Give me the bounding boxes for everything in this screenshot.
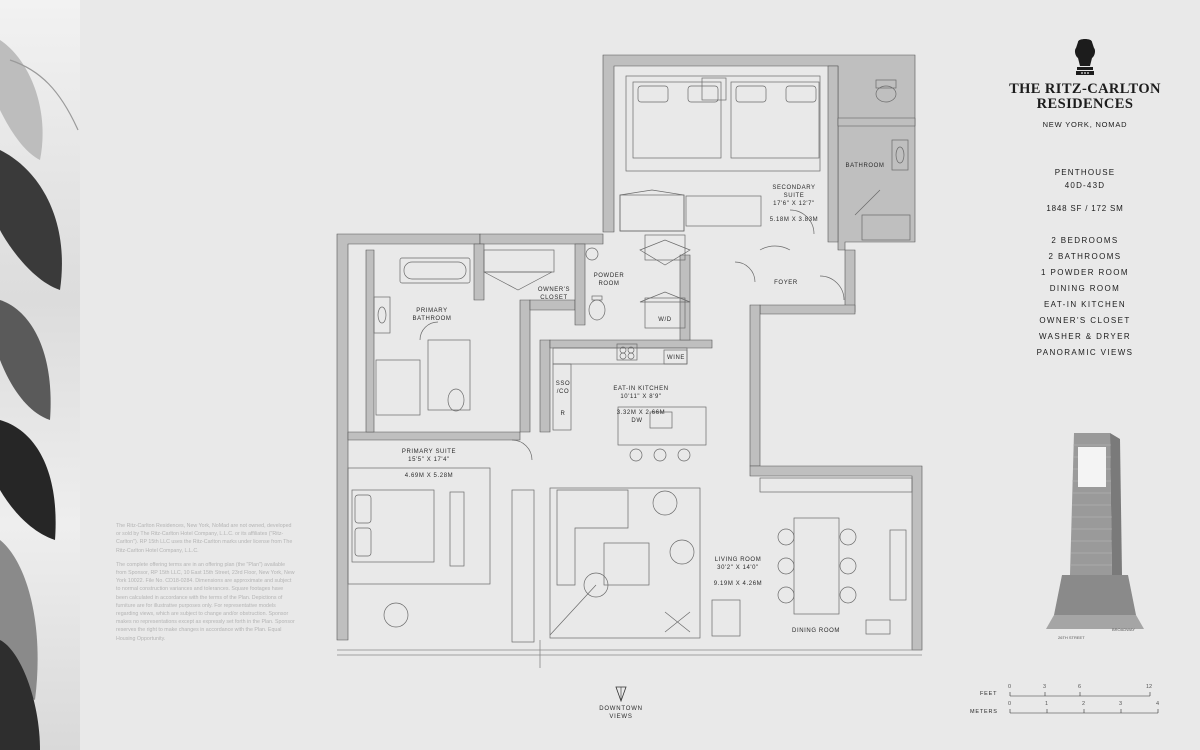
scale-lines [1009,692,1159,714]
feature-list: 2 BEDROOMS 2 BATHROOMS 1 POWDER ROOM DIN… [1000,233,1170,361]
scale-tick-label: 4 [1156,701,1160,707]
owners-closet-label: OWNER'S CLOSET [537,287,571,301]
scale-tick-label: 6 [1078,684,1082,690]
wine-label: WINE [666,355,686,361]
scale-feet-label: FEET [980,691,998,697]
primary-suite-name: PRIMARY SUITE [401,449,457,455]
scale-tick-label: 0 [1008,684,1012,690]
feature-item: DINING ROOM [1049,284,1121,293]
brand-name-line2: RESIDENCES [1036,96,1134,112]
secondary-suite-name: SECONDARY SUITE [772,185,816,199]
eat-in-kitchen-name: EAT-IN KITCHEN [613,386,669,392]
scale-tick-label: 12 [1146,684,1153,690]
primary-suite-metric: 4.69M X 5.28M [404,473,454,479]
secondary-suite-imperial: 17'6" X 12'7" [773,201,815,207]
compass-label-line2: VIEWS [609,714,633,720]
primary-suite-imperial: 15'5" X 17'4" [408,457,450,463]
dining-room-label: DINING ROOM [792,628,840,634]
avenue-label: BROADWAY [1112,627,1135,632]
legal-disclaimer: The Ritz-Carlton Residences, New York, N… [116,522,296,649]
disclaimer-paragraph: The Ritz-Carlton Residences, New York, N… [116,523,293,554]
compass: DOWNTOWN VIEWS [596,686,646,721]
scale-tick-label: 0 [1008,701,1012,707]
eat-in-kitchen-metric: 3.32M X 2.66M [616,410,666,416]
sso-co-label: SSO /CO [555,381,571,395]
living-room-name: LIVING ROOM [714,557,762,563]
brand-location: NEW YORK, NOMAD [1042,120,1128,129]
living-room-imperial: 30'2" X 14'0" [717,565,759,571]
unit-area: 1848 SF / 172 SM [1046,204,1124,213]
feature-item: 2 BEDROOMS [1051,236,1119,245]
scale-tick-label: 1 [1045,701,1049,707]
building-illustration: 26TH STREET BROADWAY [1046,433,1144,640]
disclaimer-paragraph: The complete offering terms are in an of… [116,561,295,642]
eat-in-kitchen-imperial: 10'11" X 8'9" [620,394,662,400]
eat-in-kitchen-label: EAT-IN KITCHEN 10'11" X 8'9" 3.32M X 2.6… [596,377,686,425]
feature-item: PANORAMIC VIEWS [1036,348,1134,357]
unit-number: 40D-43D [1064,181,1106,190]
lion-crown-logo-icon [1074,39,1096,75]
street-label: 26TH STREET [1058,635,1085,640]
dishwasher-label: DW [631,418,643,424]
feature-item: OWNER'S CLOSET [1039,316,1131,325]
floor-plan [336,54,923,668]
brand-block: THE RITZ-CARLTON RESIDENCES NEW YORK, NO… [990,36,1180,129]
scale-meters-label: METERS [970,709,998,715]
unit-info: PENTHOUSE 40D-43D 1848 SF / 172 SM 2 BED… [1000,168,1170,361]
primary-bathroom-label: PRIMARY BATHROOM [412,308,452,322]
living-room-metric: 9.19M X 4.26M [713,581,763,587]
wd-label: W/D [658,317,672,323]
scale-tick-label: 2 [1082,701,1086,707]
powder-room-label: POWDER ROOM [593,273,625,287]
north-arrow-icon [615,686,627,702]
feature-item: 1 POWDER ROOM [1041,268,1129,277]
unit-type: PENTHOUSE [1054,168,1116,177]
foyer-label: FOYER [774,280,798,286]
scale-bar: FEET METERS 0 3 6 12 0 1 2 3 4 [968,682,1168,722]
primary-suite-label: PRIMARY SUITE 15'5" X 17'4" 4.69M X 5.28… [384,440,474,488]
scale-tick-label: 3 [1119,701,1123,707]
leaf-photo [0,0,80,750]
secondary-suite-label: SECONDARY SUITE 17'6" X 12'7" 5.18M X 3.… [752,176,836,232]
scale-tick-label: 3 [1043,684,1047,690]
compass-label-line1: DOWNTOWN [599,706,643,712]
feature-item: 2 BATHROOMS [1048,252,1122,261]
fridge-label: R [560,411,566,417]
bathroom-label: BATHROOM [845,163,885,169]
feature-item: WASHER & DRYER [1038,332,1132,341]
brand-name-line1: THE RITZ-CARLTON [1009,81,1161,97]
living-room-label: LIVING ROOM 30'2" X 14'0" 9.19M X 4.26M [698,548,778,596]
feature-item: EAT-IN KITCHEN [1043,300,1127,309]
secondary-suite-metric: 5.18M X 3.83M [769,217,819,223]
